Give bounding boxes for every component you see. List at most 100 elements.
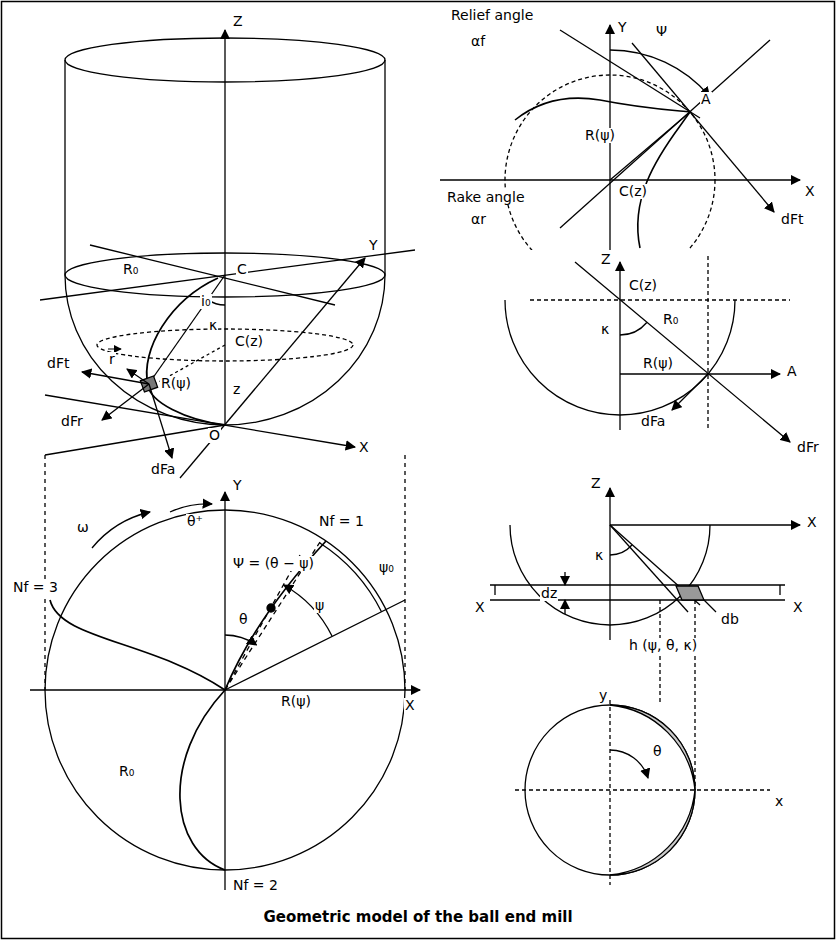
chip-thickness-view-part (609, 700, 610, 885)
tool-end-view-part (225, 635, 257, 645)
chip-thickness-view-part (704, 600, 716, 612)
figure-label: i₀ (200, 294, 212, 309)
chip-thickness-view-part (490, 584, 785, 585)
chip-thickness-view-part (610, 705, 695, 790)
figure-label: Nf = 3 (12, 580, 59, 595)
chip-thickness-view-part (510, 525, 710, 625)
figure-label: ψ (314, 598, 325, 613)
tool-end-view-part (225, 541, 326, 690)
chip-thickness-view-part (515, 789, 770, 790)
tool-section-side-view-part (505, 300, 735, 415)
tool-end-view-part (170, 504, 212, 512)
tool-section-side-view-part (620, 323, 647, 336)
tool-section-top-view-part (632, 43, 774, 212)
figure-label: dz (540, 586, 558, 601)
figure-label: X (806, 515, 818, 530)
figure-label: ψ₀ (378, 560, 395, 575)
figure-label: Y (617, 20, 628, 35)
chip-thickness-view-part (564, 572, 565, 585)
figure-label: R(ψ) (160, 376, 192, 391)
figure-label: R(ψ) (584, 128, 616, 143)
tool-3d-view-part (224, 30, 225, 425)
tool-end-view-part (92, 512, 150, 548)
tool-3d-view-part (404, 455, 405, 690)
figure-caption: Geometric model of the ball end mill (261, 908, 574, 926)
tool-3d-view-part (44, 455, 45, 690)
figure-label: dFr (796, 440, 820, 455)
figure-label: Y (232, 478, 243, 493)
tool-section-side-view-part (530, 299, 790, 300)
figure-label: ω (76, 520, 90, 535)
tool-section-top-view-part (610, 50, 710, 96)
tool-section-top-view (440, 25, 800, 285)
chip-thickness-view-part (610, 790, 695, 875)
tool-end-view-part (284, 585, 332, 636)
tool-3d-view-part (108, 349, 121, 350)
figure-label: R(ψ) (642, 356, 674, 371)
figure-label: κ (208, 318, 218, 333)
figure-label: dFt (46, 356, 70, 371)
figure-label: x (774, 794, 784, 809)
chip-thickness-view-part (610, 750, 648, 778)
tool-3d-view (40, 30, 415, 690)
figure-label: C(z) (234, 334, 264, 349)
figure-label: Relief angle (450, 8, 534, 23)
chip-thickness-view (490, 488, 800, 885)
figure-label: r (108, 352, 116, 367)
chip-thickness-view-part (609, 488, 610, 640)
chip-thickness-view-part (676, 586, 704, 600)
figure-label: O (208, 428, 221, 443)
figure-label: X (804, 184, 816, 199)
tool-3d-view-part (102, 384, 149, 420)
figure-label: dFr (60, 414, 84, 429)
figure-label: db (720, 612, 740, 627)
chip-thickness-view-part (564, 600, 565, 614)
tool-3d-view-part (64, 60, 65, 275)
figure-label: κ (594, 548, 604, 563)
figure-label: X (474, 600, 486, 615)
figure-label: dFa (150, 462, 176, 477)
chip-thickness-view-part (779, 585, 780, 595)
figure-label: Nf = 2 (232, 878, 279, 893)
chip-thickness-view-part (694, 600, 695, 790)
tool-3d-view-part (149, 384, 172, 458)
tool-3d-view-part (127, 369, 149, 384)
tool-end-view-part (225, 542, 320, 690)
tool-section-side-view-part (620, 373, 780, 374)
chip-thickness-view-part (610, 525, 688, 612)
tool-3d-view-part (90, 245, 335, 305)
tool-section-side-view-part (619, 262, 620, 430)
figure-label: θ⁺ (186, 514, 204, 529)
tool-end-view-part (267, 604, 275, 612)
figure-label: Rake angle (446, 190, 526, 205)
figure-label: z (232, 382, 241, 397)
tool-section-side-view-part (707, 256, 708, 430)
figure-label: X (792, 600, 804, 615)
figure-label: Ψ = (θ − ψ) (232, 556, 315, 571)
figure-label: R₀ (118, 764, 135, 779)
figure-label: αf (470, 34, 486, 49)
figure-label: h (ψ, θ, κ) (628, 638, 698, 653)
figure-label: θ (238, 612, 249, 627)
figure-label: dFa (640, 414, 666, 429)
figure-label: Y (368, 238, 379, 253)
tool-3d-view-part (40, 250, 415, 300)
figure-label: Z (600, 252, 612, 267)
tool-end-view-part (320, 543, 382, 612)
tool-end-view-part (225, 600, 405, 690)
tool-section-side-view (505, 256, 790, 442)
figure-label: A (786, 364, 798, 379)
tool-3d-view-part (147, 278, 225, 425)
tool-end-view-part (45, 510, 405, 870)
figure-label: R₀ (122, 262, 139, 277)
tool-3d-view-part (180, 258, 365, 478)
figure-label: X (404, 698, 416, 713)
tool-section-side-view-part (672, 374, 708, 410)
tool-3d-view-part (45, 425, 225, 455)
tool-end-view-part (180, 690, 225, 870)
tool-3d-view-part (82, 372, 149, 384)
figure-label: R(ψ) (280, 694, 312, 709)
figure-label: Nf = 1 (318, 514, 365, 529)
